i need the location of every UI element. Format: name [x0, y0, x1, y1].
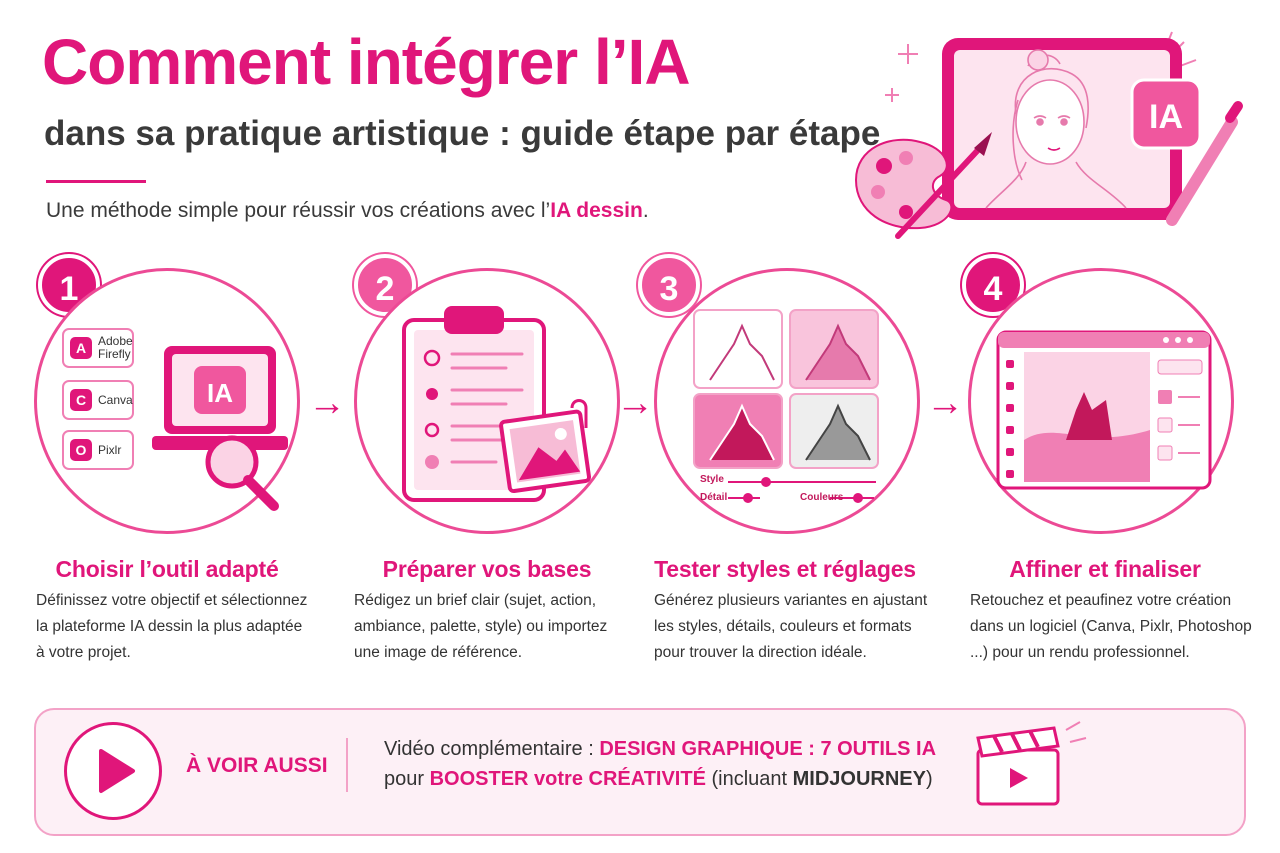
banner-line-1[interactable]: Vidéo complémentaire : DESIGN GRAPHIQUE … — [384, 738, 936, 761]
sun-icon — [424, 422, 440, 438]
brush-icon — [895, 132, 992, 239]
page-title: Comment intégrer l’IA — [42, 26, 691, 98]
step-4-description: Retouchez et peaufinez votre création da… — [970, 592, 1252, 661]
step-3-title: Tester styles et réglages — [654, 556, 916, 582]
step-2-title: Préparer vos bases — [382, 556, 592, 582]
step-3-description: Générez plusieurs variantes en ajustant … — [654, 592, 928, 661]
tool-name-line1: Adobe — [98, 334, 133, 348]
step-1-title: Choisir l’outil adapté — [55, 556, 279, 582]
page-subtitle: dans sa pratique artistique : guide étap… — [44, 114, 881, 153]
play-icon — [99, 749, 135, 793]
banner-separator — [346, 738, 348, 792]
banner-text: (incluant — [705, 768, 793, 790]
slider-label-detail: Détail — [700, 492, 728, 503]
castle-icon — [709, 323, 871, 461]
laptop-ia-label: IA — [207, 378, 233, 408]
editor-window-icon — [996, 330, 1212, 490]
tool-name-line2: Firefly — [98, 347, 131, 361]
laptop-icon: IA — [152, 346, 288, 511]
arrow-right-icon: → — [926, 382, 964, 424]
tool-name: Pixlr — [98, 442, 122, 457]
tool-canva: C Canva — [62, 380, 134, 420]
title-divider — [46, 180, 146, 183]
paperclip-icon — [570, 399, 588, 428]
banner-line-2[interactable]: pour BOOSTER votre CRÉATIVITÉ (incluant … — [384, 768, 933, 791]
palette-small-icon — [425, 455, 439, 469]
banner-strong: MIDJOURNEY — [792, 768, 926, 790]
intro-text: Une méthode simple pour réussir vos créa… — [46, 199, 649, 223]
canva-icon: C — [70, 389, 92, 411]
tool-pixlr: O Pixlr — [62, 430, 134, 470]
palette-icon — [854, 138, 953, 230]
intro-highlight: IA dessin — [550, 199, 643, 222]
banner-highlight: BOOSTER votre CRÉATIVITÉ — [429, 768, 706, 790]
step-4-title: Affiner et finaliser — [1009, 556, 1201, 582]
intro-suffix: . — [642, 199, 649, 222]
style-variants-grid — [693, 309, 879, 503]
portrait-sketch — [985, 49, 1127, 209]
play-button[interactable] — [64, 722, 162, 820]
step-2-description: Rédigez un brief clair (sujet, action, a… — [354, 592, 608, 661]
step-1-description: Définissez votre objectif et sélectionne… — [36, 592, 308, 661]
step-3-number: 3 — [638, 254, 700, 316]
slider-label-colors: Couleurs — [800, 492, 844, 503]
see-also-label: À VOIR AUSSI — [186, 754, 328, 777]
action-icon — [426, 388, 438, 400]
slider-label-style: Style — [700, 474, 724, 485]
step-4-number: 4 — [962, 254, 1024, 316]
tool-name: Canva — [98, 392, 133, 407]
arrow-right-icon: → — [308, 382, 346, 424]
image-icon — [499, 409, 592, 494]
banner-text: Vidéo complémentaire : — [384, 738, 600, 760]
clipboard-icon — [402, 306, 592, 502]
banner-text: ) — [926, 768, 933, 790]
banner-text: pour — [384, 768, 430, 790]
intro-prefix: Une méthode simple pour réussir vos créa… — [46, 199, 551, 222]
pencil-icon — [1166, 101, 1243, 226]
arrow-right-icon: → — [616, 382, 654, 424]
magnifier-icon — [205, 435, 279, 511]
user-icon — [423, 349, 441, 367]
clapperboard-icon — [976, 721, 1087, 806]
hero-illustration: IA — [854, 31, 1243, 239]
pixlr-icon: O — [70, 439, 92, 461]
adobe-firefly-icon: A — [70, 337, 92, 359]
hero-ia-badge: IA — [1149, 98, 1183, 136]
banner-highlight: DESIGN GRAPHIQUE : 7 OUTILS IA — [599, 738, 937, 760]
